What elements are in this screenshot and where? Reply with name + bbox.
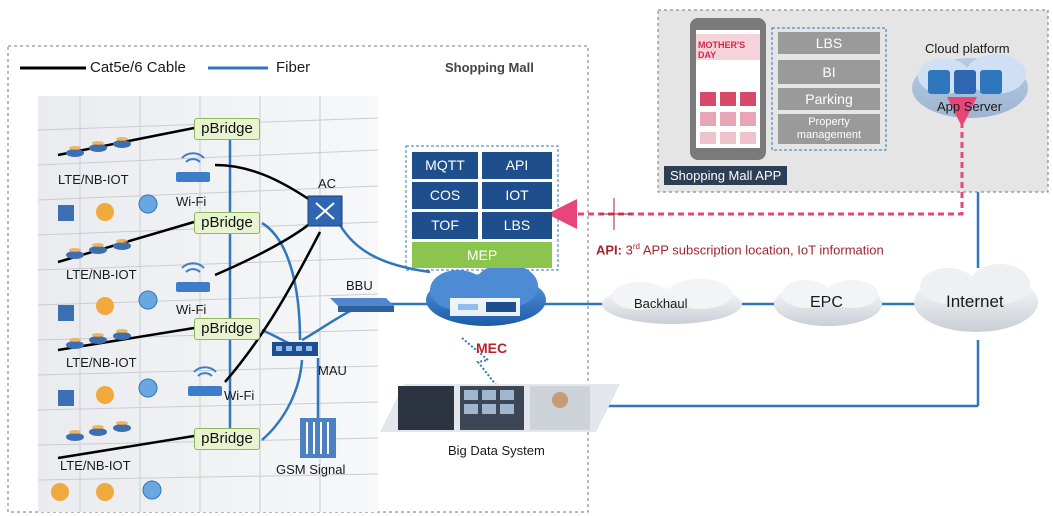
pbridge-3: pBridge: [194, 318, 260, 340]
wifi-ap-icons: [176, 152, 222, 396]
app-item-lbs: LBS: [778, 32, 880, 54]
wifi-label-3: Wi-Fi: [224, 388, 255, 403]
mec-cloud-icon: [426, 264, 546, 326]
big-data-panel: [380, 384, 620, 432]
pbridge-1: pBridge: [194, 118, 260, 140]
api-note-text-a: 3: [622, 242, 633, 258]
api-note-prefix: API:: [596, 242, 622, 258]
mec-label: MEC: [476, 340, 508, 356]
lte-label-1: LTE/NB-IOT: [58, 172, 129, 187]
internet-label: Internet: [946, 292, 1004, 311]
bbu-device-icon: [330, 298, 394, 312]
mep-cell-mqtt: MQTT: [412, 152, 478, 179]
mec-link-bolt: [461, 337, 501, 391]
radio-units: [66, 140, 131, 441]
wifi-label-2: Wi-Fi: [176, 302, 207, 317]
backhaul-label: Backhaul: [634, 296, 688, 311]
big-data-label: Big Data System: [448, 443, 545, 458]
mau-label: MAU: [318, 363, 347, 378]
lte-label-4: LTE/NB-IOT: [60, 458, 131, 473]
api-note-sup: rd: [632, 242, 640, 251]
shopping-mall-boundary: [7, 45, 589, 513]
lte-label-3: LTE/NB-IOT: [66, 355, 137, 370]
pbridge-4: pBridge: [194, 428, 260, 450]
api-note-text-b: APP subscription location, IoT informati…: [639, 242, 884, 258]
ac-label: AC: [318, 176, 337, 191]
mep-cell-api: API: [482, 152, 552, 179]
app-server-label: App Server: [937, 99, 1003, 114]
epc-cloud-icon: [774, 280, 882, 326]
mep-cell-iot: IOT: [482, 182, 552, 209]
api-subscription-arrow: [547, 97, 977, 229]
legend-fiber-label: Fiber: [276, 59, 311, 76]
gsm-label: GSM Signal: [276, 462, 346, 477]
bbu-label: BBU: [346, 278, 373, 293]
mep-cell-tof: TOF: [412, 212, 478, 239]
app-item-property: Property management: [778, 114, 880, 144]
shopping-mall-title: Shopping Mall: [445, 60, 534, 75]
pbridge-2: pBridge: [194, 212, 260, 234]
radio-units-glow: [69, 137, 128, 434]
mep-cell-cos: COS: [412, 182, 478, 209]
api-note: API: 3rd APP subscription location, IoT …: [596, 242, 884, 257]
internet-cloud-icon: [914, 264, 1038, 332]
wifi-label-1: Wi-Fi: [176, 194, 207, 209]
app-item-parking: Parking: [778, 88, 880, 110]
mep-bar: MEP: [412, 242, 552, 268]
app-panel-title-text: Shopping Mall APP: [670, 168, 782, 183]
backhaul-cloud-icon: [602, 279, 742, 324]
legend-cable-label: Cat5e/6 Cable: [90, 59, 186, 76]
app-panel-title: Shopping Mall APP: [664, 166, 788, 185]
mau-device-icon: [272, 342, 318, 356]
mep-cell-lbs: LBS: [482, 212, 552, 239]
lte-label-2: LTE/NB-IOT: [66, 267, 137, 282]
iot-icons: [51, 194, 162, 501]
ac-switch-icon: [307, 195, 343, 227]
app-item-bi: BI: [778, 60, 880, 84]
cloud-platform-title: Cloud platform: [925, 41, 1010, 56]
phone-banner: MOTHER'S DAY: [698, 40, 746, 60]
gsm-antenna-icon: [300, 418, 336, 458]
epc-label: EPC: [810, 294, 843, 311]
mep-frame: [405, 145, 559, 271]
